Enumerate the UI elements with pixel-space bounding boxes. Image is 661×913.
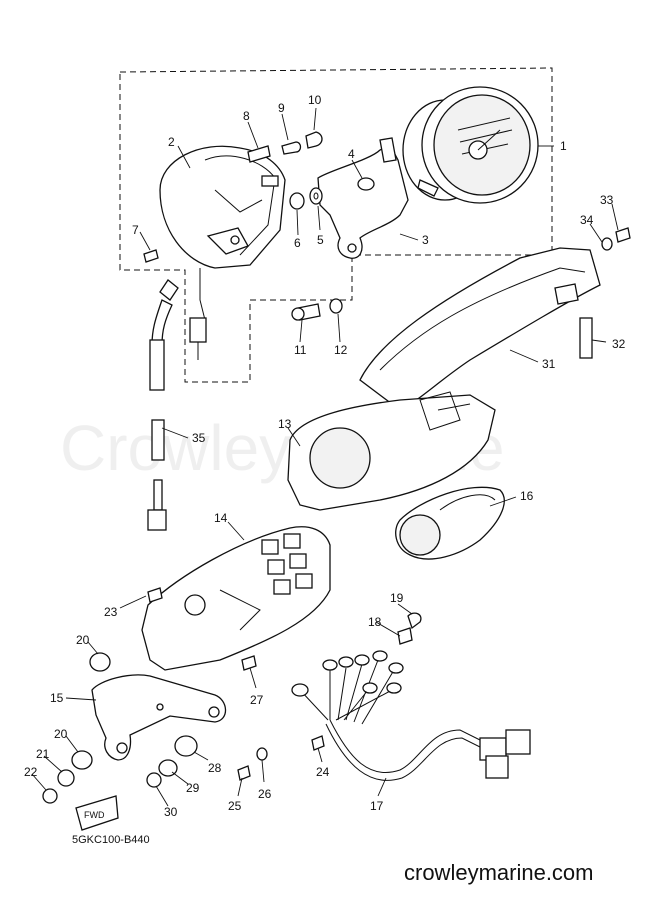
callout-15: 15 xyxy=(50,691,64,705)
callout-9: 9 xyxy=(278,101,285,115)
bracket-15 xyxy=(91,674,227,761)
screw-25 xyxy=(237,765,251,781)
bulb-socket-8 xyxy=(247,145,279,187)
callout-34: 34 xyxy=(580,213,594,227)
callout-22: 22 xyxy=(24,765,38,779)
callout-5: 5 xyxy=(317,233,324,247)
grommet-20-upper xyxy=(89,652,111,672)
callout-33: 33 xyxy=(600,193,614,207)
callout-12: 12 xyxy=(334,343,348,357)
collar-6 xyxy=(289,192,305,210)
callout-7: 7 xyxy=(132,223,139,237)
callout-24: 24 xyxy=(316,765,330,779)
grommet-28 xyxy=(174,735,198,757)
meter-bracket xyxy=(317,137,409,259)
plate-32 xyxy=(579,317,593,359)
bulb-10 xyxy=(305,131,323,149)
callout-13: 13 xyxy=(278,417,292,431)
bolt-11 xyxy=(291,303,321,321)
wire-harness-17 xyxy=(291,650,531,781)
washer-12 xyxy=(329,298,343,314)
upper-panel-31 xyxy=(359,247,601,411)
callout-32: 32 xyxy=(612,337,626,351)
nut-30 xyxy=(146,772,162,788)
nut-22 xyxy=(42,788,58,804)
meter-lower-case-14 xyxy=(141,526,331,671)
grommet-20-lower xyxy=(71,750,93,770)
callout-26: 26 xyxy=(258,787,272,801)
callout-4: 4 xyxy=(348,147,355,161)
callout-16: 16 xyxy=(520,489,534,503)
callout-27: 27 xyxy=(250,693,264,707)
callout-18: 18 xyxy=(368,615,382,629)
meter-lead xyxy=(197,268,206,360)
bulb-19 xyxy=(407,612,422,630)
screw-33 xyxy=(615,227,631,243)
screw-27 xyxy=(241,655,257,671)
callout-2: 2 xyxy=(168,135,175,149)
bulb-9 xyxy=(281,141,302,155)
fwd-arrow-icon: FWD xyxy=(75,795,119,831)
callout-17: 17 xyxy=(370,799,384,813)
washer-26 xyxy=(256,747,268,761)
callout-23: 23 xyxy=(104,605,118,619)
fwd-label: FWD xyxy=(84,810,105,820)
speedometer-meter xyxy=(402,86,539,204)
grommet-4 xyxy=(357,177,375,191)
callout-29: 29 xyxy=(186,781,200,795)
instrument-panel-13 xyxy=(287,391,496,511)
callout-31: 31 xyxy=(542,357,556,371)
callout-11: 11 xyxy=(294,343,307,357)
callout-30: 30 xyxy=(164,805,178,819)
screw-23 xyxy=(147,587,163,603)
callout-20-lower: 20 xyxy=(54,727,68,741)
callout-10: 10 xyxy=(308,93,322,107)
callout-1: 1 xyxy=(560,139,567,153)
callout-14: 14 xyxy=(214,511,228,525)
collar-21 xyxy=(57,769,75,787)
meter-face-16 xyxy=(395,486,505,560)
diagram-code: 5GKC100-B440 xyxy=(72,834,150,846)
washer-5 xyxy=(309,187,323,205)
callout-20-upper: 20 xyxy=(76,633,90,647)
callout-labels: 1 2 3 4 5 6 7 8 9 10 11 12 13 14 15 16 1… xyxy=(24,93,626,819)
callout-28: 28 xyxy=(208,761,222,775)
screw-7 xyxy=(143,249,159,263)
leader-lines xyxy=(31,107,619,807)
washer-34 xyxy=(601,237,613,251)
callout-19: 19 xyxy=(390,591,404,605)
meter-connector xyxy=(189,317,207,343)
callout-35: 35 xyxy=(192,431,206,445)
footer-url[interactable]: crowleymarine.com xyxy=(404,860,594,885)
callout-6: 6 xyxy=(294,236,301,250)
speedometer-cable xyxy=(147,279,179,531)
callout-8: 8 xyxy=(243,109,250,123)
meter-case xyxy=(159,145,286,269)
screw-24 xyxy=(311,735,325,751)
callout-21: 21 xyxy=(36,747,50,761)
bulb-18 xyxy=(397,627,413,645)
callout-3: 3 xyxy=(422,233,429,247)
callout-25: 25 xyxy=(228,799,242,813)
